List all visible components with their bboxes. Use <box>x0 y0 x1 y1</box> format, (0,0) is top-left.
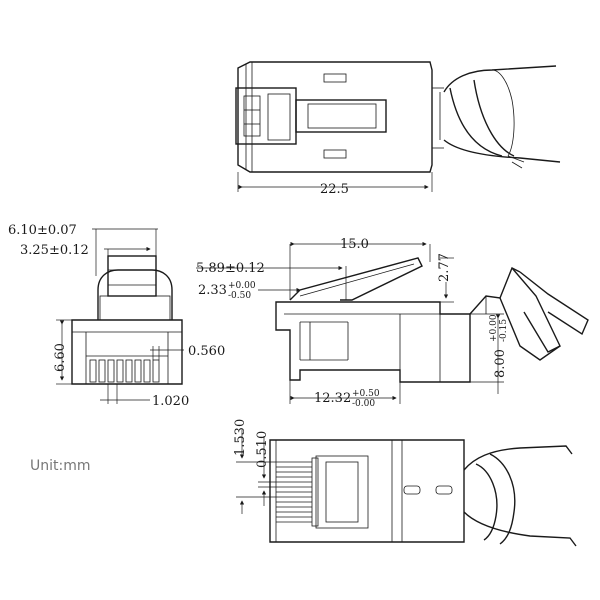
side-view: 15.0 5.89±0.12 2.77 2.33 +0.00 -0.50 8.0… <box>196 237 589 409</box>
unit-label: Unit:mm <box>30 458 91 474</box>
dim-shield-height-tol-plus: +0.00 <box>489 314 499 342</box>
dim-body-length: 15.0 <box>340 237 369 252</box>
dim-contact-gap: 1.530 <box>233 419 248 456</box>
dim-latch-depth-tol-plus: +0.00 <box>228 281 256 291</box>
dim-contact-length-tol-plus: +0.50 <box>352 389 380 399</box>
dim-contact-thickness: 0.510 <box>255 431 270 468</box>
dim-width-outer: 6.10±0.07 <box>8 223 77 238</box>
top-view: 22.5 <box>235 61 561 197</box>
dim-latch-height: 2.77 <box>437 253 452 282</box>
dim-shield-height-base: 8.00 <box>493 349 508 378</box>
dim-width-inner: 3.25±0.12 <box>20 243 89 258</box>
dim-contact-length-base: 12.32 <box>314 391 351 406</box>
dim-latch-depth-tol-minus: -0.50 <box>228 291 251 301</box>
dim-height: 6.60 <box>53 343 68 372</box>
dim-contact-length-tol-minus: -0.00 <box>352 399 375 409</box>
dim-pin-width: 0.560 <box>188 344 225 359</box>
bottom-view: 1.530 0.510 <box>233 419 577 547</box>
dim-pin-pitch: 1.020 <box>152 394 189 409</box>
dim-latch-depth-base: 2.33 <box>198 283 227 298</box>
dim-total-length: 22.5 <box>320 182 349 197</box>
dim-shield-height-tol-minus: -0.15 <box>499 319 509 342</box>
front-view: 6.10±0.07 3.25±0.12 6.60 0.560 1.020 <box>8 223 225 409</box>
dim-latch-offset: 5.89±0.12 <box>196 261 265 276</box>
